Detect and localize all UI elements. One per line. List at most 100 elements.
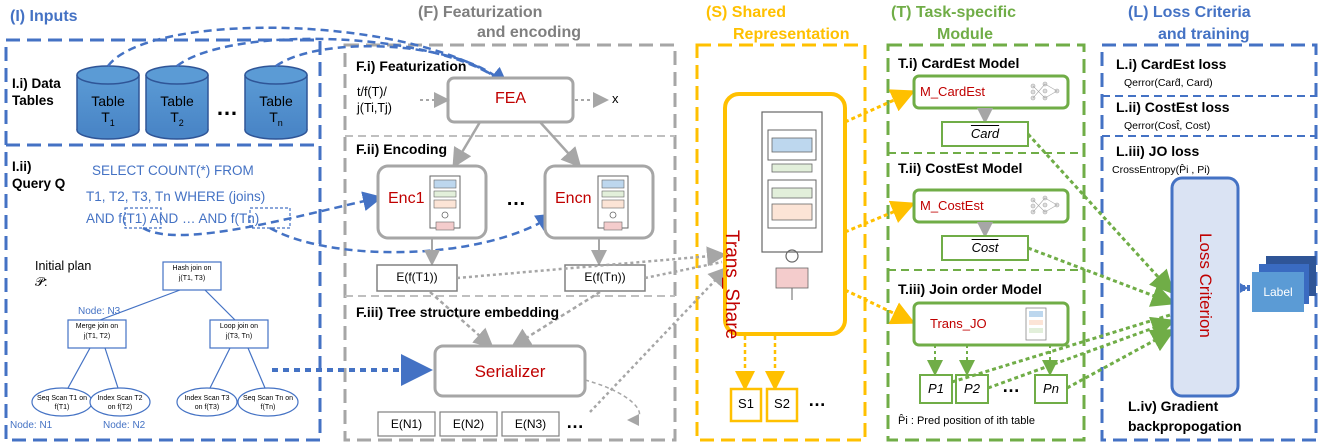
liv-label-line2: backpropogation xyxy=(1128,418,1242,434)
node-n1-label: Node: N1 xyxy=(10,420,53,431)
s2-label: S2 xyxy=(774,396,790,411)
featurization-frame xyxy=(343,43,677,442)
shared-frame xyxy=(695,43,867,442)
table-cylinder-n xyxy=(244,65,308,140)
table-cylinder-1 xyxy=(76,65,140,140)
node-emb-3-label: E(N3) xyxy=(514,417,547,431)
data-tables-label: I.i) Data Tables xyxy=(12,76,61,108)
query-label: I.ii) Query Q xyxy=(12,159,66,191)
tiii-label: T.iii) Join order Model xyxy=(898,281,1042,297)
arrow-table2-to-fea xyxy=(176,37,506,85)
embn-box xyxy=(564,264,646,292)
loss-criterion-label: Loss Criterion xyxy=(1196,233,1215,338)
jo-model-label: Trans_JO xyxy=(930,316,987,331)
trans-share-architecture-icon xyxy=(761,111,823,300)
arrow-p2-to-loss xyxy=(987,316,1176,390)
fiii-label: F.iii) Tree structure embedding xyxy=(356,304,560,320)
enc-ellipsis: … xyxy=(506,188,526,210)
fea-label: FEA xyxy=(494,90,527,107)
arrow-serializer-loop xyxy=(584,379,641,426)
p1-label: P1 xyxy=(928,381,944,396)
cardest-model-label: M_CardEst xyxy=(920,84,986,99)
loss-criterion-box xyxy=(1170,176,1240,398)
task-title: (T) Task-specific xyxy=(891,4,1017,21)
ti-label: T.i) CardEst Model xyxy=(898,55,1020,71)
lii-formula: Qerror(Cost̂, Cost) xyxy=(1124,120,1211,132)
arrow-share-to-jo xyxy=(844,288,916,325)
fi-label: F.i) Featurization xyxy=(356,58,467,74)
arrow-nodeemb-to-share xyxy=(589,266,729,413)
node-emb-2-label: E(N2) xyxy=(452,417,485,431)
card-label: Card xyxy=(970,126,1000,141)
arrow-embn-to-share xyxy=(644,260,723,280)
task-frame xyxy=(886,43,1086,442)
plan-node-left: Merge join on j(T1, T2) xyxy=(75,323,119,340)
plan-leaf-2: Index Scan T2 on f(T2) xyxy=(97,395,143,411)
plan-leaf-3: Index Scan T3 on f(T3) xyxy=(184,395,230,411)
arrow-share-to-costest xyxy=(844,200,916,234)
f-t1-highlight xyxy=(124,207,162,229)
plan-leaf-4: Seq Scan Tn on f(Tn) xyxy=(242,395,294,411)
s1-label: S1 xyxy=(738,396,754,411)
shared-ellipsis: … xyxy=(808,390,826,410)
p1-box xyxy=(919,374,953,404)
fea-output: x xyxy=(612,91,619,106)
node-emb-1 xyxy=(377,411,436,437)
label-text: Label xyxy=(1263,285,1293,299)
shared-title: (S) Shared xyxy=(706,4,787,21)
tables-ellipsis: … xyxy=(216,95,238,120)
arrow-emb1-to-serializer xyxy=(429,291,494,349)
arrow-fea-to-encn xyxy=(539,121,582,168)
s2-box xyxy=(765,387,799,423)
liii-label: L.iii) JO loss xyxy=(1116,143,1200,159)
plan-node-right: Loop join on j(T3, Tn) xyxy=(219,323,259,340)
enc1-label: Enc1 xyxy=(388,190,425,207)
s1-box xyxy=(729,387,763,423)
query-line-2: T1, T2, T3, Tn WHERE (joins) xyxy=(86,189,266,204)
initial-plan-label: Initial plan 𝒫: xyxy=(35,259,92,289)
arrow-tablen-to-fea xyxy=(275,44,506,85)
loss-title: (L) Loss Criteria xyxy=(1128,4,1251,21)
encn-label: Encn xyxy=(555,190,592,207)
task-subtitle: Module xyxy=(937,26,993,43)
fii-label: F.ii) Encoding xyxy=(356,141,447,157)
arrow-embn-to-serializer xyxy=(510,290,601,348)
inputs-title: (I) Inputs xyxy=(10,8,78,25)
arrow-emb1-to-share xyxy=(456,246,727,280)
plan-tree xyxy=(31,261,299,417)
node-emb-2 xyxy=(439,411,498,437)
arrow-ftn-to-encn xyxy=(269,213,557,254)
pred-ellipsis: … xyxy=(1002,376,1020,396)
arrow-card-to-loss xyxy=(1026,132,1175,295)
arrow-fea-to-enc1 xyxy=(452,121,482,169)
liii-formula: CrossEntropy(P̂i , Pi) xyxy=(1112,164,1211,176)
featurization-subtitle: and encoding xyxy=(477,24,581,41)
node-n3-label: Node: N3 xyxy=(78,306,121,317)
emb1-label: E(f(T1)) xyxy=(396,270,438,284)
lii-label: L.ii) CostEst loss xyxy=(1116,99,1230,115)
plan-node-root: Hash join on j(T1, T3) xyxy=(172,265,212,282)
arrow-ft1-to-enc1 xyxy=(142,191,383,237)
table-cylinder-2 xyxy=(145,65,209,140)
liv-label-line1: L.iv) Gradient xyxy=(1128,398,1219,414)
arrow-p1-to-loss xyxy=(951,313,1171,384)
serializer-box xyxy=(433,344,587,398)
p2-label: P2 xyxy=(964,381,980,396)
li-label: L.i) CardEst loss xyxy=(1116,56,1227,72)
arrow-cost-to-loss xyxy=(1027,246,1176,307)
cost-label: Cost xyxy=(971,240,999,255)
node-emb-1-label: E(N1) xyxy=(390,417,423,431)
shared-subtitle: Representation xyxy=(733,26,850,43)
loss-frame xyxy=(1100,43,1318,442)
plan-leaf-1: Seq Scan T1 on f(T1) xyxy=(36,395,88,411)
trans-share-label: Trans_Share xyxy=(721,230,742,340)
featurization-title: (F) Featurization xyxy=(418,4,543,21)
costest-nn-icon xyxy=(1030,195,1060,215)
node-n2-label: Node: N2 xyxy=(103,420,146,431)
enc1-transformer-icon xyxy=(429,175,461,231)
embn-label: E(f(Tn)) xyxy=(584,270,626,284)
encn-transformer-icon xyxy=(597,175,629,231)
fi-input: t/f(T)/ j(Ti,Tj) xyxy=(357,85,392,115)
pred-note: P̂i : Pred position of ith table xyxy=(898,415,1035,427)
